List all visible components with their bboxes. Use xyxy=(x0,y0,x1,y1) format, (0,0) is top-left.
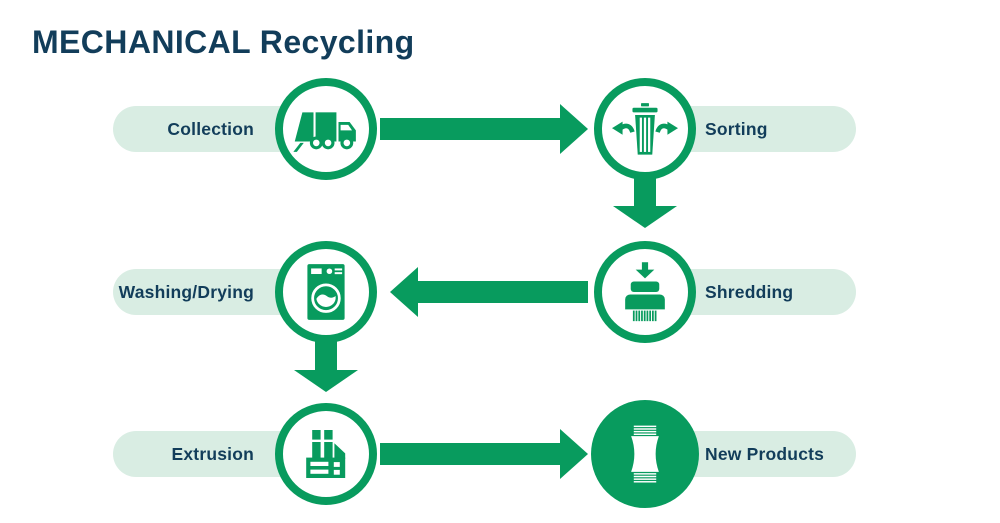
package-icon xyxy=(631,425,659,483)
flow-arrow-extrusion-to-new-products xyxy=(380,429,588,479)
page-title: MECHANICAL Recycling xyxy=(32,24,415,60)
step-circle-collection xyxy=(275,78,377,180)
factory-icon xyxy=(306,430,346,478)
flow-arrow-collection-to-sorting xyxy=(380,104,588,154)
flow-arrow-shredding-to-washing xyxy=(390,267,588,317)
step-label-collection: Collection xyxy=(167,118,254,139)
flow-arrow-washing-to-extrusion xyxy=(294,340,358,392)
step-label-sorting: Sorting xyxy=(705,118,768,139)
step-label-extrusion: Extrusion xyxy=(171,443,254,464)
step-circle-shredding xyxy=(594,241,696,343)
step-label-new-products: New Products xyxy=(705,443,825,464)
step-circle-new-products xyxy=(591,400,699,508)
step-circle-extrusion xyxy=(275,403,377,505)
step-label-washing-drying: Washing/Drying xyxy=(118,281,254,302)
shredder-icon xyxy=(625,262,665,322)
flow-arrow-sorting-to-shredding xyxy=(613,176,677,228)
washing-machine-icon xyxy=(307,264,345,320)
sorting-bin-icon xyxy=(612,102,678,155)
step-circle-washing-drying xyxy=(275,241,377,343)
step-label-shredding: Shredding xyxy=(705,281,794,302)
step-circle-sorting xyxy=(594,78,696,180)
garbage-truck-icon xyxy=(293,112,356,152)
